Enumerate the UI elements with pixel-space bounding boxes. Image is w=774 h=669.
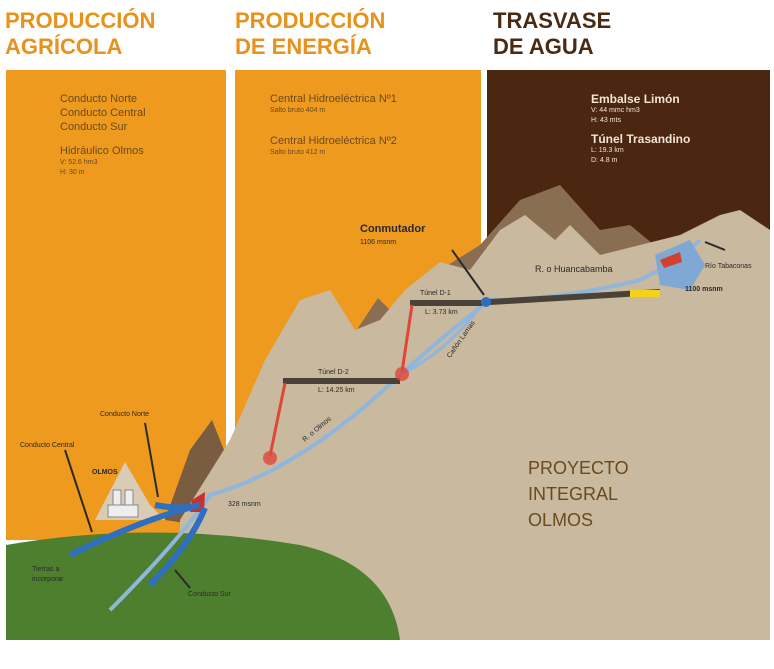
embalse-limon bbox=[655, 240, 705, 290]
tabaconas-label: Río Tabaconas bbox=[705, 263, 752, 270]
conducto-item: Conducto Norte bbox=[60, 93, 138, 105]
tunel-d2-label: Túnel D-2 bbox=[318, 369, 349, 376]
header-line: DE AGUA bbox=[493, 34, 594, 59]
conducto-sur-label: Conducto Sur bbox=[188, 591, 231, 598]
huancabamba-label: R. o Huancabamba bbox=[535, 264, 613, 274]
central-2-salto: Salto bruto 412 m bbox=[270, 149, 326, 156]
tunel-d2-length: L: 14.25 km bbox=[318, 387, 355, 394]
hidraulico-h: H: 30 m bbox=[60, 169, 85, 176]
agricultural-land bbox=[6, 532, 400, 640]
powerhouse-2 bbox=[263, 451, 277, 465]
pointer-arrow bbox=[451, 249, 485, 296]
pointer-arrow bbox=[144, 422, 159, 498]
alt-1100-label: 1100 msnm bbox=[685, 286, 723, 293]
river-branch bbox=[399, 299, 487, 377]
powerhouse-1 bbox=[395, 367, 409, 381]
conmutador-label: Conmutador bbox=[360, 223, 426, 235]
olmos-label: OLMOS bbox=[92, 469, 118, 476]
olmos-town-icon bbox=[107, 489, 139, 518]
alt-328-label: 328 msnm bbox=[228, 501, 261, 508]
central-1-salto: Salto bruto 404 m bbox=[270, 107, 326, 114]
dam bbox=[660, 252, 682, 268]
embalse-h: H: 43 mts bbox=[591, 117, 621, 124]
penstock-2 bbox=[268, 382, 287, 457]
proyecto-line: INTEGRAL bbox=[528, 484, 619, 504]
embalse-v: V: 44 mmc hm3 bbox=[591, 107, 640, 114]
tunnel-intake bbox=[630, 290, 660, 297]
conmutador-point bbox=[481, 297, 491, 307]
conducto-norte-label: Conducto Norte bbox=[100, 411, 150, 418]
tierras-line: Tierras a bbox=[32, 566, 60, 573]
proyecto-title: PROYECTO INTEGRAL OLMOS bbox=[528, 455, 629, 533]
trasvase-info: Embalse Limón V: 44 mmc hm3 H: 43 mts Tú… bbox=[591, 92, 690, 166]
pointer-arrow bbox=[704, 241, 726, 251]
proyecto-line: OLMOS bbox=[528, 510, 594, 530]
conducto-sur-arrow bbox=[147, 506, 208, 588]
conducto-item: Conducto Central bbox=[60, 107, 146, 119]
tunel-d1-label: Túnel D-1 bbox=[420, 290, 451, 297]
mountain-main bbox=[180, 210, 770, 640]
conductos-list: Conducto Norte Conducto Central Conducto… bbox=[60, 92, 146, 178]
energia-info: Central Hidroeléctrica Nº1 Salto bruto 4… bbox=[270, 92, 397, 158]
conducto-norte-arrow bbox=[154, 502, 201, 511]
pointer-arrow bbox=[64, 449, 93, 533]
tunel-d: D: 4.8 m bbox=[591, 157, 618, 164]
central-2-title: Central Hidroeléctrica Nº2 bbox=[270, 135, 397, 147]
tierras-line: incorporar bbox=[32, 576, 64, 583]
embalse-title: Embalse Limón bbox=[591, 92, 680, 106]
conmutador-alt: 1106 msnm bbox=[360, 239, 397, 246]
central-1-title: Central Hidroeléctrica Nº1 bbox=[270, 93, 397, 105]
tunel-d1-length: L: 3.73 km bbox=[425, 309, 458, 316]
tunel-title: Túnel Trasandino bbox=[591, 132, 691, 146]
header-line: PRODUCCIÓN bbox=[5, 8, 156, 33]
hidraulico-v: V: 52.6 hm3 bbox=[60, 159, 98, 166]
penstock-1 bbox=[400, 304, 414, 373]
tierras-label: Tierras a incorporar bbox=[32, 565, 64, 585]
tunel-l: L: 19.3 km bbox=[591, 147, 624, 154]
header-line: AGRÍCOLA bbox=[5, 34, 123, 59]
proyecto-line: PROYECTO bbox=[528, 458, 629, 478]
conducto-item: Conducto Sur bbox=[60, 121, 128, 133]
conducto-central-label: Conducto Central bbox=[20, 442, 75, 449]
pointer-arrow bbox=[174, 569, 191, 589]
header-line: PRODUCCIÓN bbox=[235, 8, 386, 33]
header-line: TRASVASE bbox=[493, 8, 612, 33]
hidraulico-title: Hidráulico Olmos bbox=[60, 145, 144, 157]
header-line: DE ENERGÍA bbox=[235, 34, 372, 59]
